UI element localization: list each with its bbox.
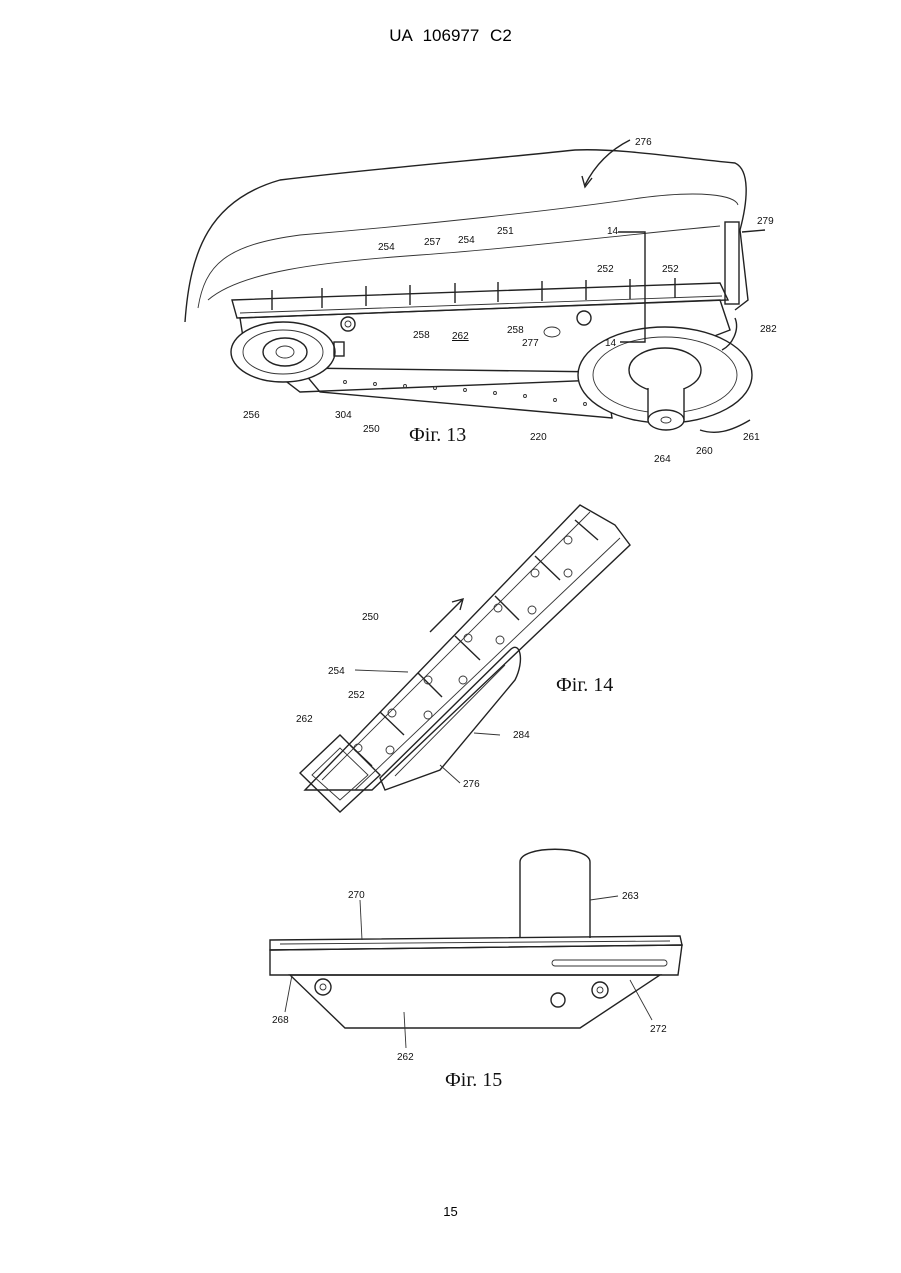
label-258-right: 258 [507, 325, 524, 336]
fig14-label-252: 252 [348, 690, 365, 701]
label-256: 256 [243, 410, 260, 421]
fig15-label-270: 270 [348, 890, 365, 901]
label-258-left: 258 [413, 330, 430, 341]
fig14-label-284: 284 [513, 730, 530, 741]
label-260: 260 [696, 446, 713, 457]
label-14-top: 14 [607, 226, 619, 237]
label-251: 251 [497, 226, 514, 237]
fig15-label-262: 262 [397, 1052, 414, 1063]
label-257: 257 [424, 237, 441, 248]
fig14-label-254: 254 [328, 666, 345, 677]
label-277: 277 [522, 338, 539, 349]
caption-fig-15: Фіг. 15 [445, 1069, 502, 1091]
label-279: 279 [757, 216, 774, 227]
fig15-label-272: 272 [650, 1024, 667, 1035]
plate-holes [344, 381, 587, 406]
caption-fig-14: Фіг. 14 [556, 674, 613, 696]
figure-15-drawing [270, 849, 682, 1048]
label-220: 220 [530, 432, 547, 443]
label-261: 261 [743, 432, 760, 443]
label-304: 304 [335, 410, 352, 421]
figure-14-drawing [300, 505, 630, 812]
label-264: 264 [654, 454, 671, 465]
label-282: 282 [760, 324, 777, 335]
label-14-bottom: 14 [605, 338, 617, 349]
fig14-label-276: 276 [463, 779, 480, 790]
label-254-left: 254 [378, 242, 395, 253]
fig14-label-250: 250 [362, 612, 379, 623]
label-276: 276 [635, 137, 652, 148]
label-250: 250 [363, 424, 380, 435]
label-252-left: 252 [597, 264, 614, 275]
fig15-label-268: 268 [272, 1015, 289, 1026]
fig15-label-263: 263 [622, 891, 639, 902]
label-252-right: 252 [662, 264, 679, 275]
label-254-right: 254 [458, 235, 475, 246]
label-262: 262 [452, 331, 469, 342]
page-number: 15 [0, 1204, 901, 1219]
fig14-label-262: 262 [296, 714, 313, 725]
caption-fig-13: Фіг. 13 [409, 424, 466, 446]
